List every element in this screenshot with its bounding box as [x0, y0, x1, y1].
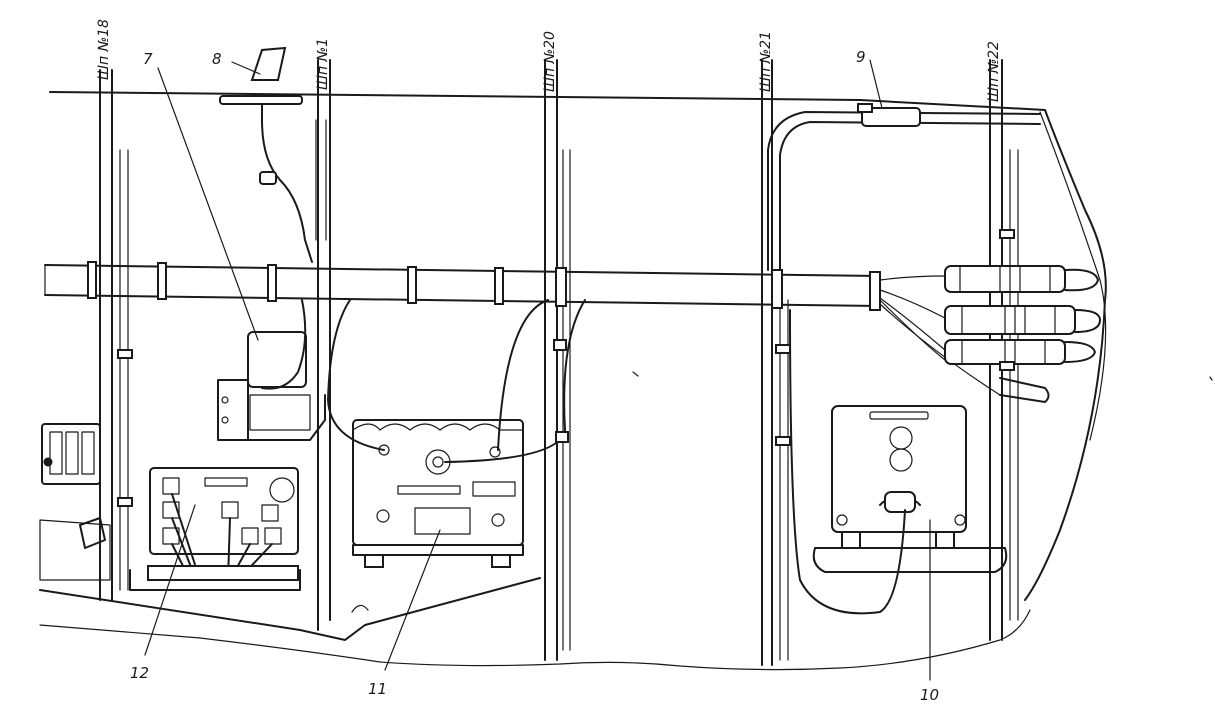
right-skin-edge: [1039, 111, 1107, 441]
frame-label-19: Шп №1: [315, 38, 331, 90]
frame-label-22: Шп №22: [986, 41, 1002, 102]
stray-mark-2: [1209, 376, 1213, 381]
item-10-unit: [789, 309, 1008, 615]
leader-lines: [144, 59, 931, 681]
callout-12: 12: [130, 664, 149, 682]
callout-7: 7: [143, 50, 153, 68]
left-equipment: [39, 423, 111, 581]
frame-clamps: [117, 229, 1015, 507]
top-cable-run-2: [779, 121, 1041, 271]
callout-10: 10: [920, 686, 939, 704]
frame-label-20: Шп №20: [542, 31, 558, 92]
top-cable-run: [767, 111, 1041, 271]
callout-11: 11: [368, 680, 387, 698]
connector-row-3: [944, 339, 1096, 365]
cable-exit-lower: [999, 377, 1050, 403]
frame-19-lines: [315, 59, 331, 631]
frame-label-18: Шп №18: [96, 19, 112, 80]
item-8-antenna: [219, 46, 313, 263]
item-7-unit: [217, 299, 326, 441]
top-skin-line: [49, 91, 1107, 601]
item-9-junction: [861, 107, 921, 127]
main-cable-bundle: [44, 261, 881, 311]
callout-8: 8: [212, 50, 222, 68]
item-11-radio-unit: [327, 299, 586, 568]
frame-18-lines: [99, 69, 129, 601]
frame-label-21: Шп №21: [758, 31, 774, 92]
item-12-panel: [129, 467, 301, 591]
frame-21-lines: [761, 59, 789, 666]
cable-fanout: [879, 275, 1001, 396]
connector-row-2: [944, 305, 1101, 335]
callout-9: 9: [856, 48, 866, 66]
connector-row-1: [944, 265, 1099, 293]
floor-strip: [39, 577, 541, 641]
stray-mark-3: [351, 604, 369, 613]
floor-line: [39, 609, 1031, 671]
frame-20-lines: [544, 59, 571, 661]
stray-mark-1: [632, 371, 639, 377]
